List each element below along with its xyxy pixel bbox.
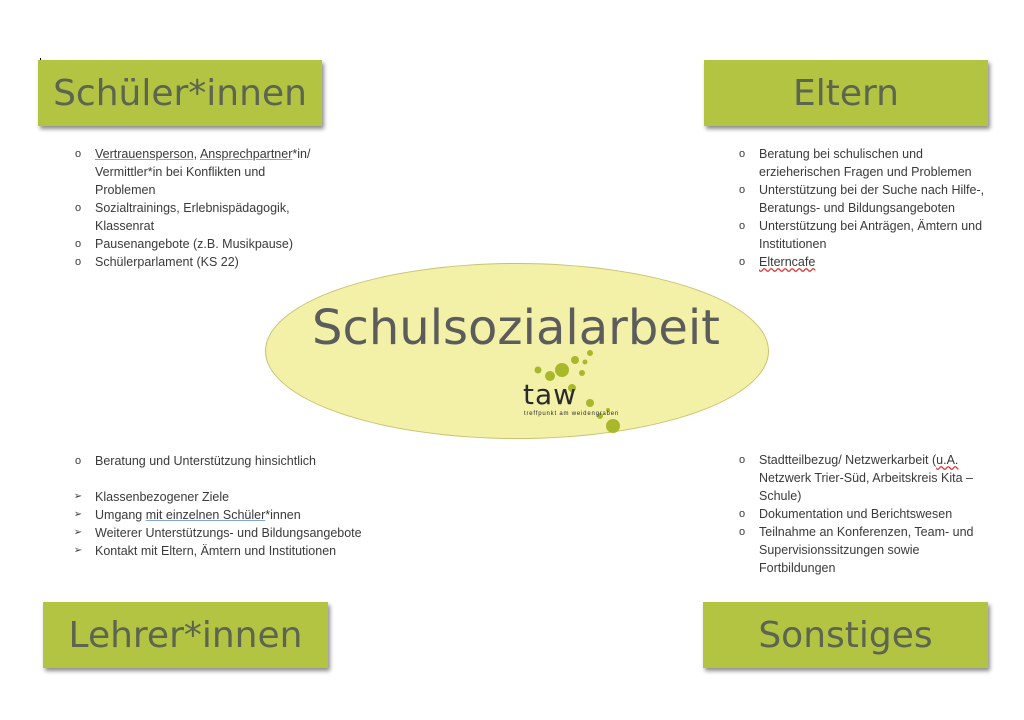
list-item: o Pausenangebote (z.B. Musikpause) — [72, 235, 312, 253]
list-item: o Unterstützung bei Anträgen, Ämtern und … — [736, 217, 996, 253]
taw-logo-dots-icon — [534, 350, 620, 433]
list-item: o Schülerparlament (KS 22) — [72, 253, 312, 271]
list-item: o Vertrauensperson, Ansprechpartner*in/ … — [72, 145, 312, 199]
list-item: o Stadtteilbezug/ Netzwerkarbeit (u.A. Ne… — [736, 451, 996, 505]
list-item-text-part: Netzwerk Trier-Süd, Arbeitskreis Kita – … — [759, 471, 973, 503]
heading-schueler: Schüler*innen — [38, 60, 322, 126]
hollow-circle-icon: o — [74, 256, 82, 268]
list-item-text: Unterstützung bei der Suche nach Hilfe-,… — [759, 183, 985, 215]
list-item-text: Dokumentation und Berichtswesen — [759, 507, 953, 521]
logo-tagline: treffpunkt am weidengraben — [524, 411, 620, 417]
heading-sonstiges-text: Sonstiges — [758, 614, 933, 656]
list-item: o Beratung bei schulischen und erzieheris… — [736, 145, 996, 181]
list-item-text: Klassenbezogener Ziele — [95, 490, 230, 504]
heading-lehrer-text: Lehrer*innen — [68, 614, 303, 656]
logo-name: taw — [523, 378, 578, 411]
list-item-text: Elterncafe — [759, 255, 816, 269]
list-intro-text: Beratung und Unterstützung hinsichtlich — [95, 454, 316, 468]
list-item-text-part: mit einzelnen Schüler — [145, 508, 266, 522]
list-item: ➢ Kontakt mit Eltern, Ämtern und Institut… — [72, 542, 362, 560]
list-item: o Unterstützung bei der Suche nach Hilfe-… — [736, 181, 996, 217]
arrowhead-icon: ➢ — [73, 509, 83, 520]
list-item-text-part: *in/ Vermittler*in bei Konflikten und Pr… — [95, 147, 311, 197]
hollow-circle-icon: o — [74, 238, 82, 250]
schueler-list: o Vertrauensperson, Ansprechpartner*in/ … — [72, 145, 312, 271]
arrowhead-icon: ➢ — [73, 527, 83, 538]
list-item-text: Teilnahme an Konferenzen, Team- und Supe… — [759, 525, 974, 575]
heading-schueler-text: Schüler*innen — [53, 72, 307, 114]
hollow-circle-icon: o — [738, 184, 746, 196]
list-item-text-part: *innen — [265, 508, 301, 522]
sonstiges-list: o Stadtteilbezug/ Netzwerkarbeit (u.A. Ne… — [736, 451, 996, 577]
list-item-text: Weiterer Unterstützungs- und Bildungsang… — [95, 526, 362, 540]
list-item: o Teilnahme an Konferenzen, Team- und Sup… — [736, 523, 996, 577]
heading-sonstiges: Sonstiges — [703, 602, 988, 668]
hollow-circle-icon: o — [74, 202, 82, 214]
hollow-circle-icon: o — [738, 454, 746, 466]
main-title: Schulsozialarbeit — [312, 300, 720, 356]
arrowhead-icon: ➢ — [73, 491, 83, 502]
hollow-circle-icon: o — [74, 148, 82, 160]
list-item: ➢ Weiterer Unterstützungs- und Bildungsan… — [72, 524, 362, 542]
list-item-text: Schülerparlament (KS 22) — [95, 255, 239, 269]
hollow-circle-icon: o — [738, 148, 746, 160]
list-item: o Sozialtrainings, Erlebnispädagogik, Kla… — [72, 199, 312, 235]
list-item: ➢ Klassenbezogener Ziele — [72, 488, 362, 506]
heading-eltern-text: Eltern — [793, 72, 899, 114]
list-item: o Beratung und Unterstützung hinsichtlich — [72, 452, 362, 470]
center-ellipse — [265, 263, 769, 439]
list-item: ➢ Umgang mit einzelnen Schüler*innen — [72, 506, 362, 524]
hollow-circle-icon: o — [738, 526, 746, 538]
lehrer-list: o Beratung und Unterstützung hinsichtlich… — [72, 452, 362, 560]
list-item-text-part: Umgang — [95, 508, 146, 522]
heading-lehrer: Lehrer*innen — [43, 602, 328, 668]
list-item-text: Sozialtrainings, Erlebnispädagogik, Klas… — [95, 201, 290, 233]
heading-eltern: Eltern — [704, 60, 988, 126]
hollow-circle-icon: o — [74, 455, 82, 467]
list-item-text-part: Vertrauensperson, — [95, 147, 198, 161]
list-item-text: Beratung bei schulischen und erzieherisc… — [759, 147, 972, 179]
list-item-text: Pausenangebote (z.B. Musikpause) — [95, 237, 294, 251]
list-item-text: Kontakt mit Eltern, Ämtern und Instituti… — [95, 544, 337, 558]
list-item-text: Unterstützung bei Anträgen, Ämtern und I… — [759, 219, 983, 251]
hollow-circle-icon: o — [738, 508, 746, 520]
list-item: o Dokumentation und Berichtswesen — [736, 505, 996, 523]
list-item: o Elterncafe — [736, 253, 996, 271]
hollow-circle-icon: o — [738, 256, 746, 268]
arrowhead-icon: ➢ — [73, 545, 83, 556]
spacer — [72, 470, 362, 488]
list-item-text-part: u.A. — [936, 453, 959, 467]
list-item-text-part: Stadtteilbezug/ Netzwerkarbeit ( — [759, 453, 937, 467]
eltern-list: o Beratung bei schulischen und erzieheris… — [736, 145, 996, 271]
hollow-circle-icon: o — [738, 220, 746, 232]
list-item-text-part: Ansprechpartner — [199, 147, 293, 161]
